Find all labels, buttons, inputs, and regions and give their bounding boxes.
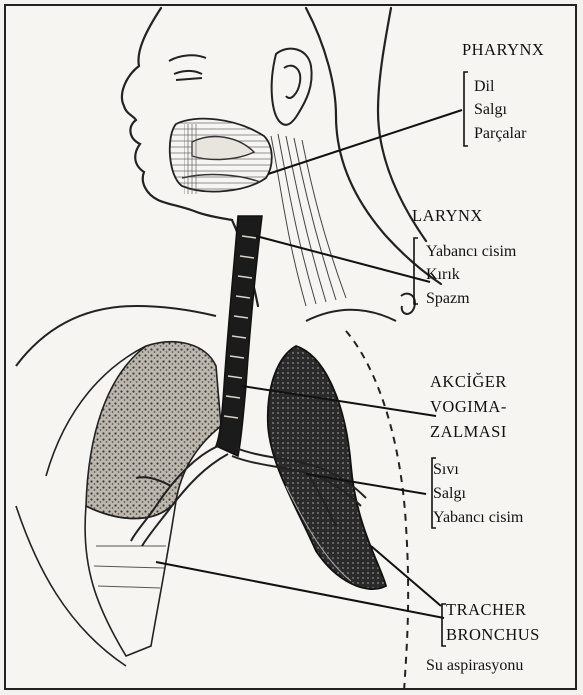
pharynx-item-1: Dil [474, 77, 494, 96]
lung-item-3: Yabancı cisim [433, 508, 523, 527]
lung-item-1: Sıvı [433, 460, 459, 479]
lung-title-1: AKCİĞER [430, 372, 507, 391]
pharynx-leader [268, 110, 462, 174]
larynx-item-1: Yabancı cisim [426, 242, 516, 261]
larynx-item-2: Kırık [426, 265, 460, 284]
right-lung [16, 342, 221, 666]
trachea-note: Su aspirasyonu [426, 656, 523, 675]
diagram-frame: PHARYNX Dil Salgı Parçalar LARYNX Yabanc… [4, 4, 577, 690]
ear [272, 49, 312, 125]
larynx-item-3: Spazm [426, 289, 470, 308]
pharynx-item-3: Parçalar [474, 124, 526, 143]
trachea [216, 216, 262, 456]
eye-detail [169, 55, 206, 80]
larynx-leader [256, 236, 430, 282]
lung-item-2: Salgı [433, 484, 466, 503]
oral-cavity [170, 119, 272, 194]
lung-title-2: VOGIMA- [430, 397, 507, 416]
trachea-title-2: BRONCHUS [446, 625, 540, 644]
larynx-title: LARYNX [412, 206, 483, 225]
pharynx-item-2: Salgı [474, 100, 507, 119]
lung-title-3: ZALMASI [430, 422, 507, 441]
pharynx-title: PHARYNX [462, 40, 544, 59]
trachea-title-1: TRACHER [446, 600, 527, 619]
label-brackets [414, 72, 468, 646]
